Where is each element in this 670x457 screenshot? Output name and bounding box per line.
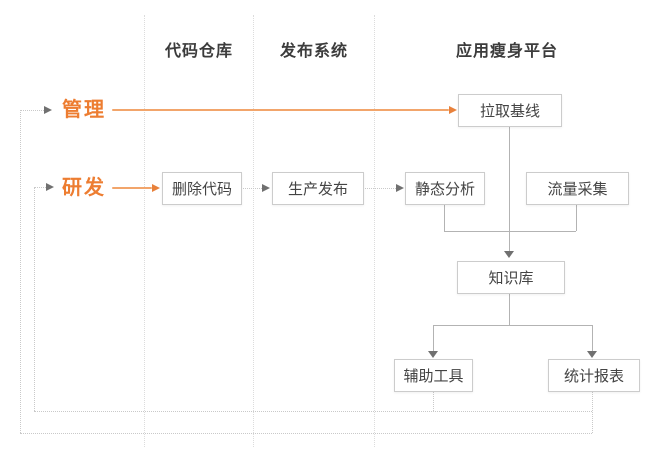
edge-to-auxiliary-tools-line	[433, 325, 434, 351]
feedback-to-management-entry-line	[20, 110, 44, 111]
node-static-analysis: 静态分析	[405, 172, 485, 205]
column-header-app-slimming-platform: 应用瘦身平台	[455, 43, 558, 60]
node-production-release: 生产发布	[272, 172, 364, 205]
feedback-upper-horizontal-line	[34, 411, 592, 412]
edge-pull-baseline-to-knowledge-base-line	[509, 125, 510, 251]
edge-traffic-collection-merge-line	[576, 203, 577, 231]
edge-delete-code-to-production-release-line	[241, 188, 262, 189]
merge-bus-line	[444, 231, 576, 232]
arrow-right-icon	[152, 184, 160, 192]
edge-static-analysis-merge-line	[444, 203, 445, 231]
feedback-to-management-rise-line	[20, 110, 21, 433]
feedback-lower-horizontal-line	[20, 433, 592, 434]
node-statistical-reports: 统计报表	[548, 359, 640, 392]
column-header-code-repository: 代码仓库	[164, 43, 233, 60]
edge-management-to-pull-baseline-line	[112, 109, 449, 111]
node-pull-baseline: 拉取基线	[458, 94, 562, 127]
split-bus-line	[433, 325, 592, 326]
node-knowledge-base: 知识库	[457, 261, 565, 294]
arrow-right-icon	[46, 183, 54, 191]
edge-production-release-to-static-analysis-line	[363, 188, 396, 189]
actor-label-rnd: 研发	[62, 177, 106, 199]
node-auxiliary-tools: 辅助工具	[394, 359, 473, 392]
arrow-right-icon	[44, 106, 52, 114]
feedback-to-rnd-entry-line	[34, 187, 46, 188]
column-separator	[253, 15, 254, 447]
arrow-down-icon	[504, 251, 514, 258]
arrow-right-icon	[262, 184, 270, 192]
feedback-statistical-reports-drop-line	[592, 390, 593, 433]
arrow-down-icon	[428, 351, 438, 358]
arrow-right-icon	[396, 184, 404, 192]
edge-to-statistical-reports-line	[592, 325, 593, 351]
feedback-auxiliary-tools-drop-line	[433, 390, 434, 411]
column-header-release-system: 发布系统	[279, 43, 348, 60]
edge-knowledge-base-down-line	[509, 292, 510, 325]
column-separator	[374, 15, 375, 447]
arrow-right-icon	[449, 106, 457, 114]
node-delete-code: 删除代码	[162, 172, 242, 205]
arrow-down-icon	[587, 351, 597, 358]
node-traffic-collection: 流量采集	[526, 172, 629, 205]
column-separator	[144, 15, 145, 447]
actor-label-management: 管理	[62, 99, 106, 121]
edge-rnd-to-delete-code-line	[112, 187, 152, 189]
feedback-to-rnd-rise-line	[34, 187, 35, 411]
